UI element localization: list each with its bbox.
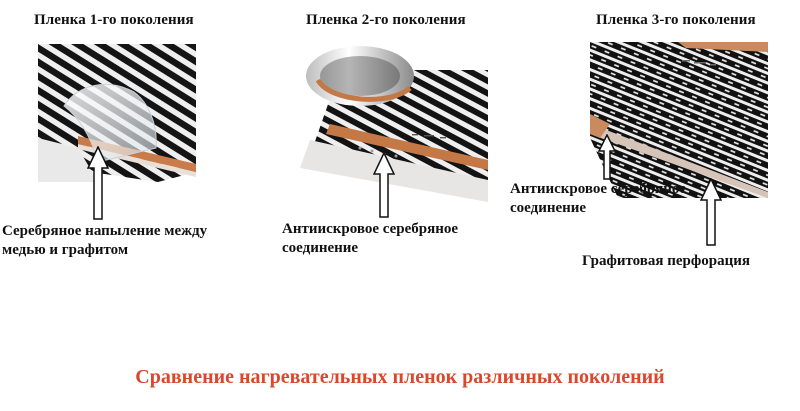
gen1-caption-line1: Серебряное напыление между <box>2 223 208 239</box>
gen3-caption-line1: Антиискровое серебряное <box>510 181 687 197</box>
gen3-caption-line2: соединение <box>510 200 587 216</box>
gen3-up-arrow-perforation <box>700 178 722 246</box>
gen1-title: Пленка 1-го поколения <box>34 12 194 28</box>
gen1-caption: Серебряное напыление между медью и графи… <box>2 222 207 260</box>
gen3-caption-perforation: Графитовая перфорация <box>582 253 750 269</box>
gen2-caption: Антиискровое серебряное соединение <box>282 220 458 258</box>
comparison-title: Сравнение нагревательных пленок различны… <box>135 366 665 388</box>
gen1-film-image <box>38 44 196 182</box>
gen1-up-arrow <box>87 146 109 220</box>
gen3-title: Пленка 3-го поколения <box>596 12 756 28</box>
gen2-film-image <box>300 46 488 202</box>
gen2-caption-line1: Антиискровое серебряное <box>282 221 459 237</box>
gen3-caption: Антиискровое серебряное соединение <box>510 180 686 218</box>
gen3-film-image <box>590 42 768 198</box>
gen2-up-arrow <box>373 152 395 218</box>
gen3-up-arrow-silver <box>598 134 616 180</box>
gen2-caption-line2: соединение <box>282 240 359 256</box>
gen1-caption-line2: медью и графитом <box>2 242 129 258</box>
gen2-title: Пленка 2-го поколения <box>306 12 466 28</box>
